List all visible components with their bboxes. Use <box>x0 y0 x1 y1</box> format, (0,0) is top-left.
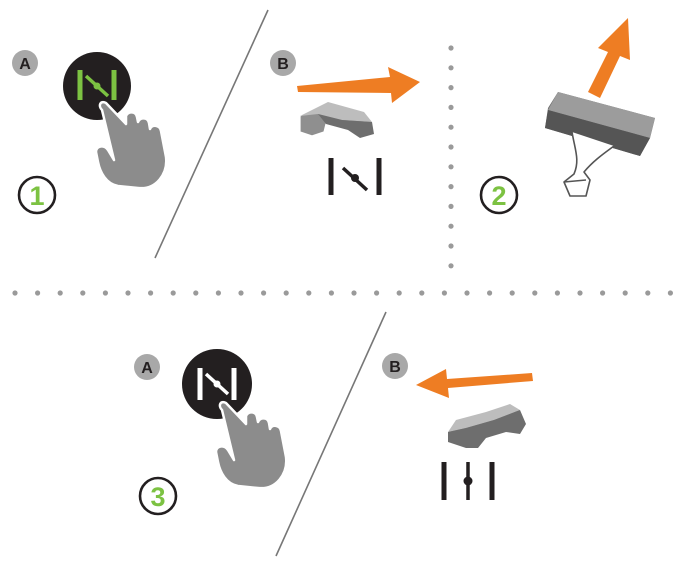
diagonal-separator-top <box>154 9 269 259</box>
separator-dot <box>448 203 454 209</box>
separator-dot <box>448 144 454 150</box>
badge-b-step1: B <box>270 50 296 76</box>
separator-dot <box>448 184 454 190</box>
arrow-up-right-icon <box>588 18 630 98</box>
step-1-number: 1 <box>17 175 57 215</box>
separator-dot <box>148 290 154 296</box>
unlocked-symbol-icon <box>77 70 117 100</box>
unlocked-symbol-icon-step3 <box>197 368 237 400</box>
separator-dot <box>448 65 454 71</box>
separator-dot <box>261 290 267 296</box>
separator-dot <box>509 290 515 296</box>
separator-dot <box>102 290 108 296</box>
separator-dot <box>170 290 176 296</box>
pointing-hand-icon <box>94 101 168 190</box>
arrow-right-icon <box>297 67 420 103</box>
unlock-button-step3 <box>182 349 252 419</box>
separator-dot <box>306 290 312 296</box>
separator-dot <box>374 290 380 296</box>
separator-dot <box>441 290 447 296</box>
separator-dot <box>622 290 628 296</box>
separator-dot <box>532 290 538 296</box>
separator-dot <box>448 124 454 130</box>
unlocked-symbol-icon-step1 <box>328 158 382 195</box>
horizontal-dotted-separator <box>12 290 674 296</box>
badge-b-step3-label: B <box>389 359 401 376</box>
separator-dot <box>419 290 425 296</box>
badge-b-step1-label: B <box>277 56 289 73</box>
separator-dot <box>125 290 131 296</box>
diagonal-separator-bottom <box>275 311 387 557</box>
step-3-number: 3 <box>138 476 178 516</box>
separator-dot <box>448 45 454 51</box>
separator-dot <box>448 223 454 229</box>
separator-dot <box>238 290 244 296</box>
vertical-dotted-separator <box>448 45 454 269</box>
separator-dot <box>487 290 493 296</box>
badge-a-step1-label: A <box>19 56 31 73</box>
badge-a-step1: A <box>12 50 38 76</box>
lifted-cover-icon <box>545 92 655 197</box>
badge-b-step3: B <box>382 353 408 379</box>
separator-dot <box>283 290 289 296</box>
separator-dot <box>80 290 86 296</box>
release-lever-icon-step1 <box>299 101 375 139</box>
locked-symbol-icon <box>441 462 495 500</box>
separator-dot <box>396 290 402 296</box>
step-2-number: 2 <box>479 175 519 215</box>
separator-dot <box>215 290 221 296</box>
separator-dot <box>448 85 454 91</box>
separator-dot <box>577 290 583 296</box>
step-2-label: 2 <box>491 181 506 211</box>
step-3-label: 3 <box>150 482 165 512</box>
unlock-button-step1 <box>63 52 131 120</box>
separator-dot <box>12 290 18 296</box>
step-1-label: 1 <box>29 181 44 211</box>
separator-dot <box>448 164 454 170</box>
separator-dot <box>645 290 651 296</box>
separator-dot <box>57 290 63 296</box>
separator-dot <box>448 104 454 110</box>
separator-dot <box>448 243 454 249</box>
separator-dot <box>448 263 454 269</box>
arrow-left-icon <box>416 369 533 398</box>
separator-dot <box>554 290 561 296</box>
separator-dot <box>667 290 674 296</box>
separator-dot <box>193 290 199 296</box>
separator-dot <box>464 290 470 296</box>
separator-dot <box>328 290 334 296</box>
pointing-hand-icon-step3 <box>214 401 288 490</box>
badge-a-step3: A <box>134 354 160 380</box>
separator-dot <box>351 290 357 296</box>
separator-dot <box>35 290 41 296</box>
release-lever-icon-step3 <box>447 403 527 449</box>
badge-a-step3-label: A <box>141 360 153 377</box>
separator-dot <box>600 290 606 296</box>
